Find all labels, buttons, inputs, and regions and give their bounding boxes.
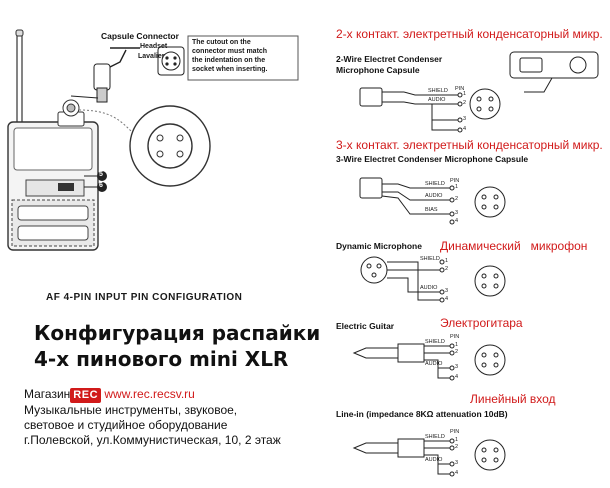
two-wire-en-title: 2-Wire Electret Condenser Microphone Cap…	[336, 54, 442, 76]
transmitter-illustration	[7, 29, 299, 251]
three-wire-shield-label: SHIELD	[425, 181, 445, 187]
two-wire-en-line-2: Microphone Capsule	[336, 65, 420, 75]
af-config-title: AF 4-PIN INPUT PIN CONFIGURATION	[46, 292, 243, 303]
callout-line-4: socket when inserting.	[192, 66, 268, 73]
dynamic-pin-number: 4	[445, 296, 449, 302]
shop-url-link[interactable]: www.rec.recsv.ru	[104, 387, 195, 401]
marker-6-label: 6	[99, 182, 103, 189]
two-wire-shield-label: SHIELD	[428, 88, 448, 94]
three-wire-pin-label: PIN	[450, 178, 460, 184]
shop-line-3: г.Полевской, ул.Коммунистическая, 10, 2 …	[24, 433, 281, 447]
guitar-pin-number: 3	[455, 364, 459, 370]
title-line-2: 4-х пинового mini XLR	[34, 347, 289, 371]
dynamic-pin-number: 1	[445, 258, 449, 264]
two-wire-pin-number: 3	[463, 116, 467, 122]
dynamic-pin-number: 2	[445, 266, 449, 272]
guitar-pin-number: 1	[455, 342, 459, 348]
linein-ru-title: Линейный вход	[470, 392, 556, 406]
shop-prefix: Магазин	[24, 387, 71, 401]
page-title: Конфигурация распайки 4-х пинового mini …	[34, 320, 320, 372]
three-wire-pin-number: 3	[455, 210, 459, 216]
dynamic-pin-number: 3	[445, 288, 449, 294]
callout-line-1: The cutout on the	[192, 39, 251, 46]
two-wire-pin-number: 2	[463, 100, 467, 106]
guitar-shield-label: SHIELD	[425, 339, 445, 345]
three-wire-pin-number: 2	[455, 196, 459, 202]
dynamic-en-title: Dynamic Microphone	[336, 241, 422, 251]
guitar-pin-label: PIN	[450, 334, 460, 340]
three-wire-pin-number: 4	[455, 218, 459, 224]
three-wire-audio-label: AUDIO	[425, 193, 443, 199]
dynamic-audio-label: AUDIO	[420, 285, 438, 291]
three-wire-en-title: 3-Wire Electret Condenser Microphone Cap…	[336, 154, 529, 164]
two-wire-audio-label: AUDIO	[428, 97, 446, 103]
rec-logo: REC	[70, 388, 102, 403]
marker-5-label: 5	[99, 171, 103, 178]
callout-note: The cutout on the connector must match t…	[192, 38, 296, 74]
callout-line-2: connector must match	[192, 48, 268, 55]
guitar-audio-label: AUDIO	[425, 361, 443, 367]
linein-pin-number: 1	[455, 437, 459, 443]
headset-label: Headset	[140, 43, 168, 50]
linein-pin-number: 4	[455, 470, 459, 476]
title-line-1: Конфигурация распайки	[34, 321, 321, 345]
two-wire-pin-number: 4	[463, 126, 467, 132]
wiring-diagrams	[352, 51, 599, 477]
lavalier-label: Lavalier	[138, 53, 165, 60]
callout-line-3: the indentation on the	[192, 57, 266, 64]
three-wire-ru-title: 3-х контакт. электретный конденсаторный …	[336, 138, 603, 152]
guitar-pin-number: 4	[455, 374, 459, 380]
guitar-pin-number: 2	[455, 349, 459, 355]
three-wire-bias-label: BIAS	[425, 207, 438, 213]
two-wire-pin-label: PIN	[455, 86, 465, 92]
linein-pin-number: 2	[455, 444, 459, 450]
capsule-connector-label: Capsule Connector	[101, 31, 179, 41]
dynamic-shield-label: SHIELD	[420, 256, 440, 262]
two-wire-ru-title: 2-х контакт. электретный конденсаторный …	[336, 27, 603, 41]
guitar-ru-title: Электрогитара	[440, 316, 523, 330]
linein-shield-label: SHIELD	[425, 434, 445, 440]
linein-en-title: Line-in (impedance 8KΩ attenuation 10dB)	[336, 409, 508, 419]
linein-pin-label: PIN	[450, 429, 460, 435]
three-wire-pin-number: 1	[455, 184, 459, 190]
linein-audio-label: AUDIO	[425, 457, 443, 463]
shop-line-1: Музыкальные инструменты, звуковое,	[24, 403, 238, 417]
dynamic-ru-title: Динамический микрофон	[440, 239, 588, 253]
shop-line-2: световое и студийное оборудование	[24, 418, 228, 432]
guitar-en-title: Electric Guitar	[336, 321, 395, 331]
two-wire-en-line-1: 2-Wire Electret Condenser	[336, 54, 443, 64]
linein-pin-number: 3	[455, 460, 459, 466]
two-wire-pin-number: 1	[463, 91, 467, 97]
